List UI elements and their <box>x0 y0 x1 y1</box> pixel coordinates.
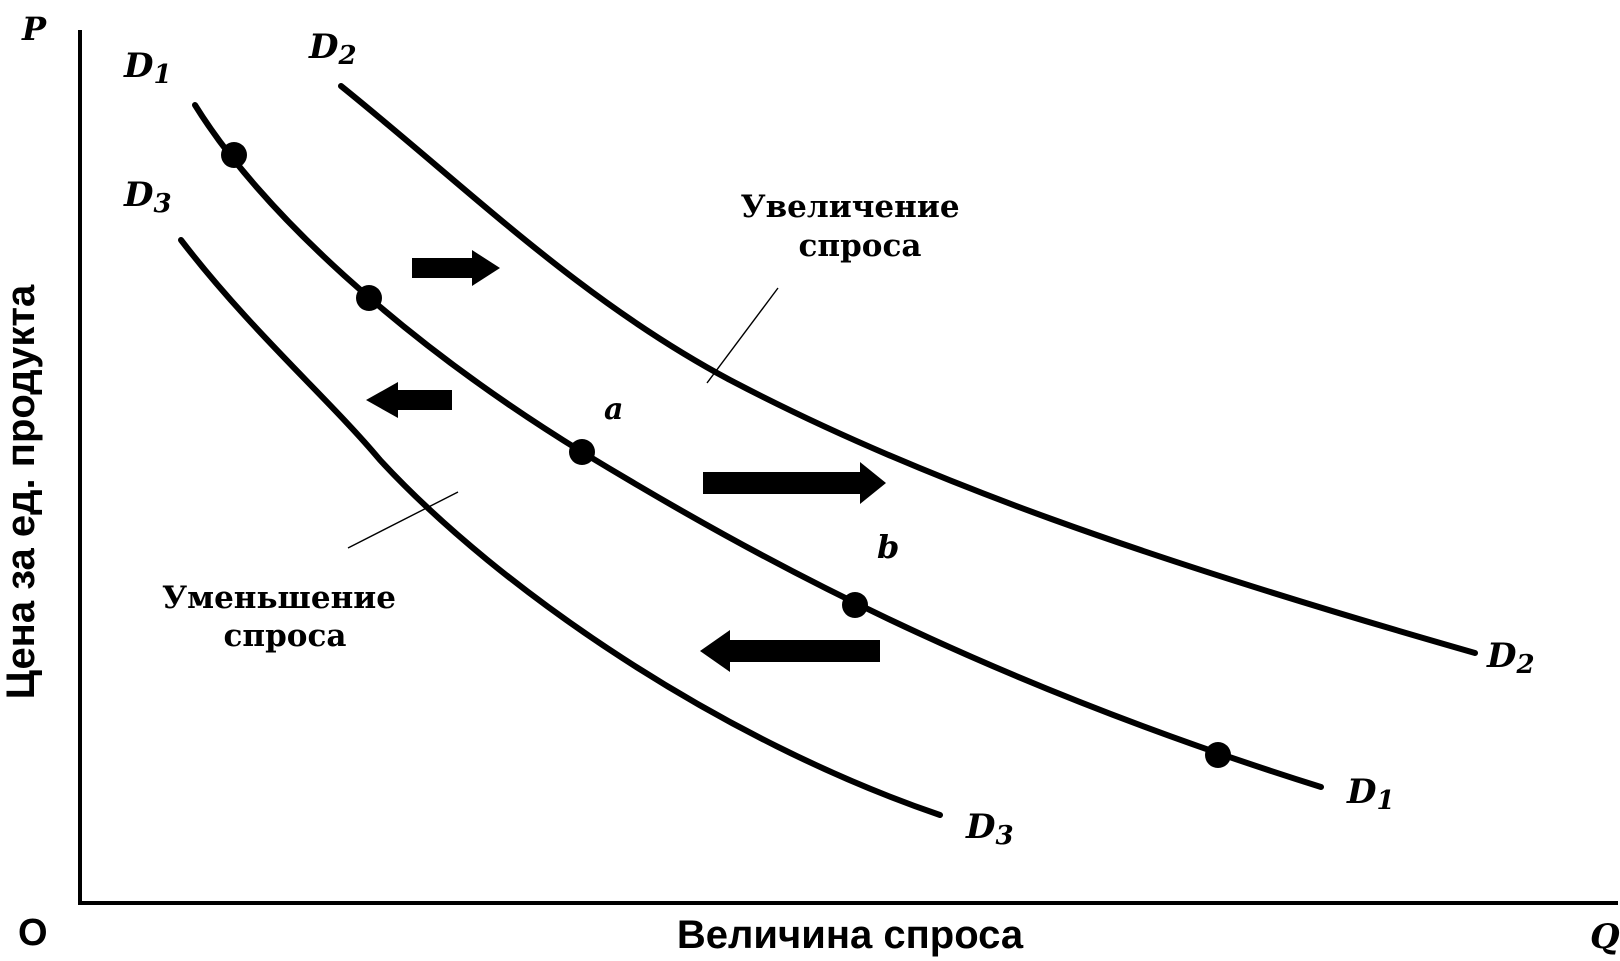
origin-label: O <box>18 912 48 954</box>
point-b <box>842 592 868 618</box>
annotation-increase-line2: спроса <box>799 228 922 264</box>
label-d2-top: D2 <box>308 27 357 71</box>
arrow-right-lower <box>703 462 886 504</box>
label-d1-top: D1 <box>123 46 172 90</box>
leader-increase <box>706 287 779 384</box>
point-d1-1 <box>221 142 247 168</box>
arrow-left-upper <box>366 382 452 418</box>
annotation-increase-line1: Увеличение <box>740 189 959 225</box>
arrow-right-upper <box>412 250 500 286</box>
label-point-b: b <box>877 528 899 566</box>
label-d1-end: D1 <box>1346 772 1395 816</box>
curve-d2 <box>338 83 1478 656</box>
label-d3-top: D3 <box>123 175 172 219</box>
label-d2-end: D2 <box>1486 636 1535 680</box>
y-axis-label: Цена за ед. продукта <box>0 284 43 699</box>
leader-decrease <box>347 491 459 549</box>
label-point-a: a <box>604 392 623 427</box>
y-axis-letter: P <box>21 10 47 48</box>
annotation-decrease-line2: спроса <box>224 618 347 654</box>
point-d1-5 <box>1205 742 1231 768</box>
curve-d1 <box>192 102 1324 790</box>
point-d1-2 <box>356 285 382 311</box>
point-a <box>569 439 595 465</box>
x-axis-letter: Q <box>1590 917 1620 957</box>
label-d3-end: D3 <box>965 807 1014 851</box>
arrow-left-lower <box>700 630 880 672</box>
annotation-decrease-line1: Уменьшение <box>162 580 396 616</box>
curve-d3 <box>178 237 943 818</box>
x-axis-label: Величина спроса <box>677 913 1024 957</box>
